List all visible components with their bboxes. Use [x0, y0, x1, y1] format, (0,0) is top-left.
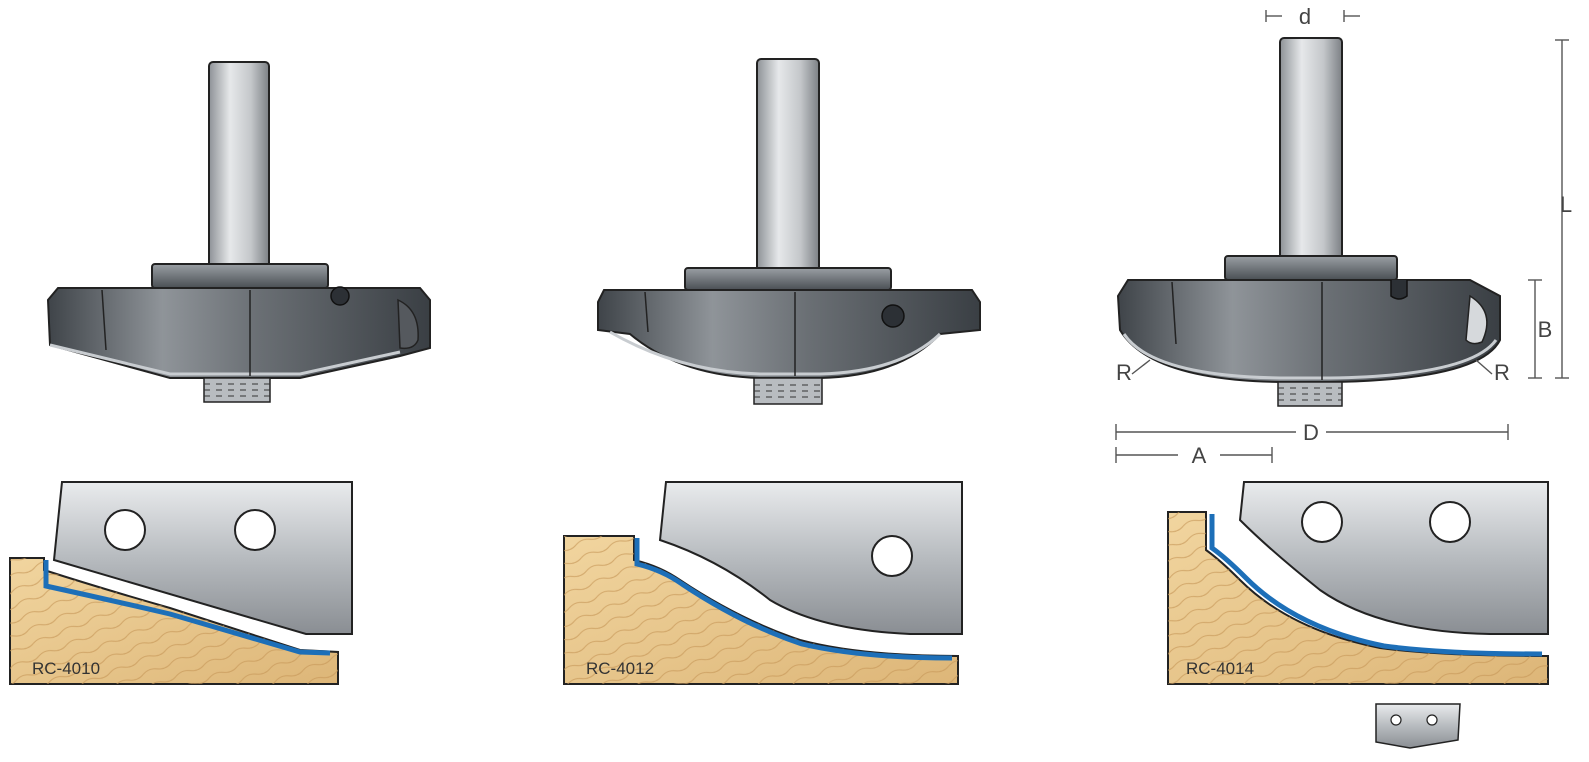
dimension-lines — [1115, 10, 1569, 463]
profile-line — [43, 560, 331, 656]
screw-hole — [871, 535, 913, 577]
knife-edge — [49, 343, 401, 376]
shank — [208, 61, 270, 268]
bearing — [1465, 294, 1488, 345]
product-code-label: RC-4010 — [32, 659, 100, 678]
router-bit-3 — [1116, 37, 1501, 407]
screw-hole — [1301, 501, 1343, 543]
screw-hole — [234, 509, 276, 551]
dim-r-left-label: R — [1116, 360, 1132, 385]
screw-hole — [1429, 501, 1471, 543]
router-bit-1 — [46, 61, 431, 403]
shank — [1279, 37, 1343, 261]
dim-D-label: D — [1303, 420, 1319, 445]
dim-b-label: B — [1538, 317, 1553, 342]
thread-nut — [753, 377, 823, 405]
shank — [756, 58, 820, 272]
thread-nut — [203, 377, 271, 403]
dim-d-label: d — [1299, 4, 1311, 29]
product-code-label: RC-4012 — [586, 659, 654, 678]
thread-nut — [1277, 381, 1343, 407]
screw-hole — [104, 509, 146, 551]
profile-1: RC-4010 — [9, 481, 353, 685]
knife-edge — [1122, 333, 1498, 380]
dim-a-label: A — [1192, 443, 1207, 468]
cutter-body — [46, 287, 431, 379]
collar — [1224, 255, 1398, 281]
product-code-label: RC-4014 — [1186, 659, 1254, 678]
cutter-body — [597, 289, 981, 379]
screw-hole — [881, 304, 905, 328]
cutter-knife — [658, 481, 963, 635]
dimension-labels: d L B D A R R — [1116, 4, 1572, 468]
dim-l-label: L — [1560, 192, 1572, 217]
collar — [684, 267, 892, 291]
bearing — [397, 298, 419, 350]
screw-hole — [330, 286, 350, 306]
profile-3: RC-4014 — [1167, 481, 1549, 685]
collar — [151, 263, 329, 289]
replacement-knife-icon — [1375, 703, 1461, 749]
screw-hole — [1390, 280, 1408, 300]
dim-r-right-label: R — [1494, 360, 1510, 385]
profile-line — [634, 538, 953, 661]
knife-edge — [609, 330, 942, 376]
profile-line — [1209, 514, 1543, 657]
router-bit-2 — [597, 58, 981, 405]
profile-2: RC-4012 — [563, 481, 963, 685]
